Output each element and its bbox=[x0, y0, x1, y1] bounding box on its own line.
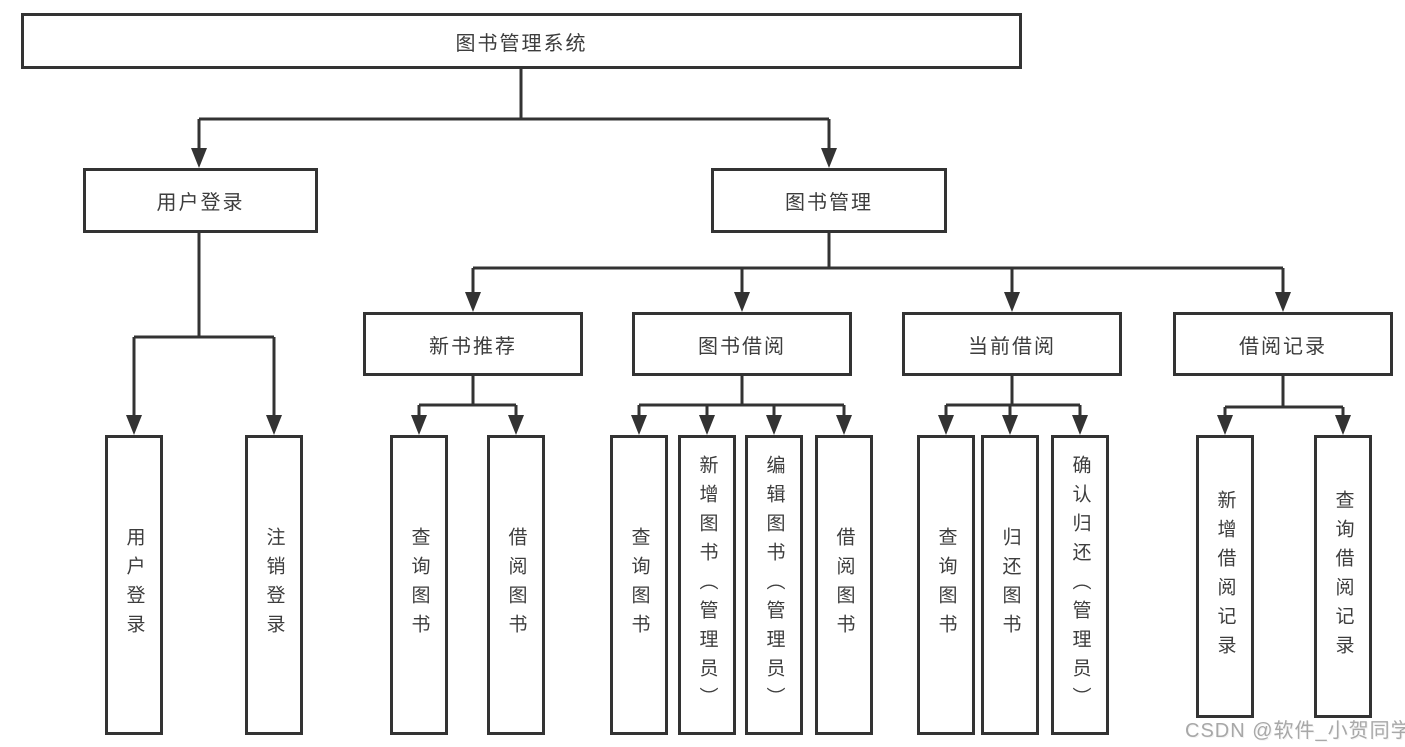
connector-current-borrow-to-leaves bbox=[944, 376, 1082, 417]
arrowhead-icon bbox=[938, 415, 954, 435]
node-current-borrow: 当前借阅 bbox=[902, 312, 1122, 376]
connector-new-book-recommend-to-leaves bbox=[417, 376, 518, 417]
arrowhead-icon bbox=[631, 415, 647, 435]
node-borrow-records: 借阅记录 bbox=[1173, 312, 1393, 376]
connector-borrow-records-to-leaves bbox=[1223, 375, 1345, 417]
leaf-borrow-add-books-admin: 新增图书（管理员） bbox=[678, 435, 736, 735]
connector-root-to-level2 bbox=[197, 69, 831, 150]
leaf-current-query-books: 查询图书 bbox=[917, 435, 975, 735]
arrowhead-icons bbox=[126, 148, 1351, 435]
leaf-newbook-query-books: 查询图书 bbox=[390, 435, 448, 735]
arrowhead-icon bbox=[1335, 415, 1351, 435]
arrowhead-icon bbox=[1217, 415, 1233, 435]
leaf-borrow-edit-books-admin: 编辑图书（管理员） bbox=[745, 435, 803, 735]
leaf-logout: 注销登录 bbox=[245, 435, 303, 735]
leaf-current-return-books: 归还图书 bbox=[981, 435, 1039, 735]
arrowhead-icon bbox=[821, 148, 837, 168]
node-book-management: 图书管理 bbox=[711, 168, 947, 233]
arrowhead-icon bbox=[126, 415, 142, 435]
arrowhead-icon bbox=[734, 292, 750, 312]
arrowhead-icon bbox=[1072, 415, 1088, 435]
node-user-login: 用户登录 bbox=[83, 168, 318, 233]
arrowhead-icon bbox=[465, 292, 481, 312]
leaf-borrow-query-books: 查询图书 bbox=[610, 435, 668, 735]
arrowhead-icon bbox=[766, 415, 782, 435]
leaf-records-add-record: 新增借阅记录 bbox=[1196, 435, 1254, 718]
leaf-newbook-borrow-books: 借阅图书 bbox=[487, 435, 545, 735]
arrowhead-icon bbox=[1002, 415, 1018, 435]
arrowhead-icon bbox=[836, 415, 852, 435]
node-root: 图书管理系统 bbox=[21, 13, 1022, 69]
arrowhead-icon bbox=[699, 415, 715, 435]
watermark: CSDN @软件_小贺同学 bbox=[1185, 720, 1405, 742]
leaf-borrow-borrow-books: 借阅图书 bbox=[815, 435, 873, 735]
arrowhead-icon bbox=[191, 148, 207, 168]
leaf-records-query-record: 查询借阅记录 bbox=[1314, 435, 1372, 718]
connector-user-login-to-leaves bbox=[132, 233, 276, 417]
arrowhead-icon bbox=[266, 415, 282, 435]
connector-book-management-to-level3 bbox=[471, 233, 1285, 294]
node-new-book-recommend: 新书推荐 bbox=[363, 312, 583, 376]
leaf-current-confirm-return-admin: 确认归还（管理员） bbox=[1051, 435, 1109, 735]
arrowhead-icon bbox=[1275, 292, 1291, 312]
arrowhead-icon bbox=[1004, 292, 1020, 312]
leaf-user-login: 用户登录 bbox=[105, 435, 163, 735]
node-book-borrow: 图书借阅 bbox=[632, 312, 852, 376]
arrowhead-icon bbox=[411, 415, 427, 435]
arrowhead-icon bbox=[508, 415, 524, 435]
connector-book-borrow-to-leaves bbox=[637, 376, 846, 417]
